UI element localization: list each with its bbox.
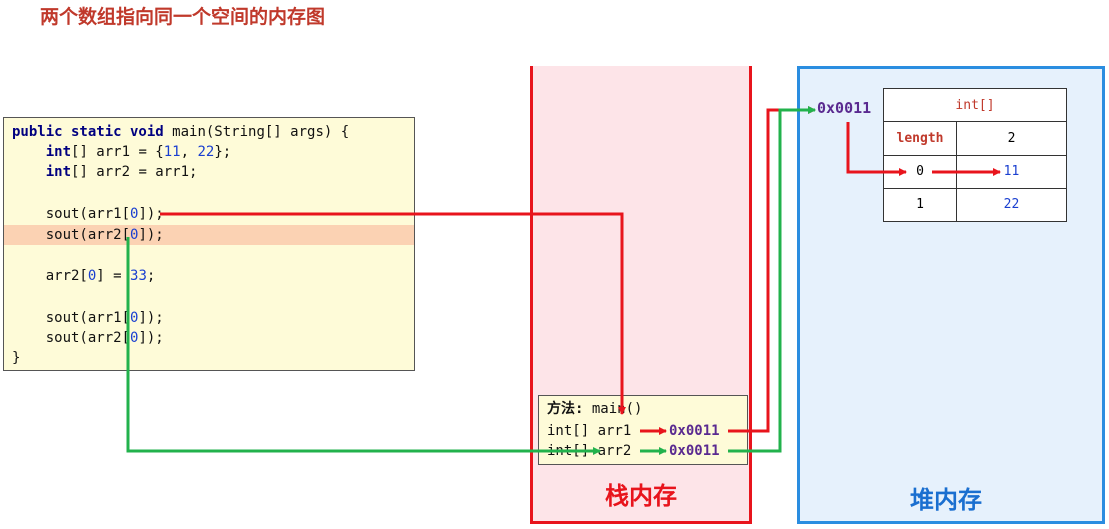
code-token: 22: [197, 144, 215, 160]
array-element-row: 1 22: [883, 187, 1067, 223]
frame-var-arr2-value: 0x0011: [669, 443, 720, 459]
frame-title-label: 方法:: [547, 401, 592, 417]
code-line: public static void main(String[] args) {: [4, 122, 414, 142]
code-token: ]);: [138, 206, 164, 222]
code-token: };: [214, 144, 232, 160]
code-token: ]);: [138, 330, 164, 346]
arrow-arr1-to-heap: [728, 106, 816, 433]
code-token: 33: [130, 268, 147, 284]
array-length-row: length 2: [883, 121, 1067, 156]
array-index-cell: 1: [883, 187, 957, 223]
code-token: sout(arr2[: [12, 227, 131, 243]
code-token: }: [12, 350, 21, 366]
code-token: 0: [130, 310, 139, 326]
code-panel: public static void main(String[] args) {…: [3, 117, 415, 371]
arrow-arr2-to-heap: [728, 106, 816, 453]
code-token: [] arr1 = {: [71, 144, 164, 160]
code-token: arr2[: [12, 268, 88, 284]
frame-var-arr1: int[] arr1: [547, 423, 632, 439]
array-type-row: int[]: [883, 87, 1067, 123]
array-value-cell: 22: [956, 187, 1067, 223]
code-token: int: [45, 144, 72, 160]
arrow-arr2-to-frame: [126, 237, 601, 455]
array-length-value: 2: [956, 121, 1067, 156]
code-token: 0: [87, 268, 97, 284]
code-line-highlighted: sout(arr2[0]);: [4, 225, 414, 245]
code-token: ;: [146, 268, 156, 284]
code-line: sout(arr1[0]);: [4, 204, 414, 224]
stack-memory-label: 栈内存: [605, 482, 677, 510]
code-token: sout(arr2[: [12, 330, 131, 346]
arrow-arr1-to-frame: [160, 212, 626, 415]
code-line: int[] arr2 = arr1;: [4, 162, 414, 182]
frame-title: 方法: main(): [547, 399, 642, 419]
code-token: main(String[] args) {: [172, 124, 350, 140]
code-token: 0: [130, 206, 139, 222]
code-token: ]);: [138, 310, 164, 326]
code-token: sout(arr1[: [12, 310, 131, 326]
heap-array-address: 0x0011: [817, 99, 872, 117]
code-line: sout(arr2[0]);: [4, 328, 414, 348]
frame-method-name: main(): [591, 401, 643, 417]
arrow-address-to-index0: [846, 122, 907, 176]
array-type-cell: int[]: [883, 87, 1067, 123]
code-token: ,: [180, 144, 198, 160]
code-token: sout(arr1[: [12, 206, 131, 222]
frame-var-arr1-value: 0x0011: [669, 423, 720, 439]
heap-array-table: int[] length 2 0 11 1 22: [883, 87, 1067, 223]
code-token: [] arr2 = arr1;: [71, 164, 198, 180]
code-token: ]);: [138, 227, 164, 243]
diagram-title: 两个数组指向同一个空间的内存图: [40, 6, 326, 28]
code-token: 0: [130, 227, 139, 243]
array-element-row: 0 11: [883, 154, 1067, 189]
code-line: sout(arr1[0]);: [4, 308, 414, 328]
code-token: 0: [130, 330, 139, 346]
code-line: int[] arr1 = {11, 22};: [4, 142, 414, 162]
code-token: ] =: [96, 268, 131, 284]
code-token: 11: [163, 144, 181, 160]
code-token: int: [45, 164, 72, 180]
heap-memory-label: 堆内存: [910, 486, 982, 514]
code-line: }: [4, 348, 414, 368]
code-line: arr2[0] = 33;: [4, 266, 414, 286]
code-token: public static void: [12, 124, 173, 140]
